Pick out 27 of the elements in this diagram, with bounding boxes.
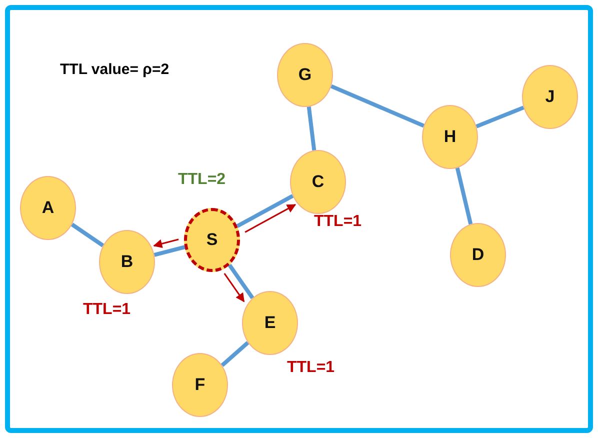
connector-line xyxy=(476,106,524,128)
arrow xyxy=(153,238,179,248)
connector-line xyxy=(220,341,250,367)
connector-line xyxy=(154,245,186,257)
note-text: TTL value= ρ=2 xyxy=(60,61,170,78)
ttl-label: TTL=1 xyxy=(314,213,362,231)
ttl-label: TTL=2 xyxy=(178,171,226,189)
node-label: C xyxy=(312,172,324,192)
node-label: G xyxy=(298,65,312,85)
node-label: F xyxy=(194,375,206,395)
node-label: J xyxy=(545,87,555,107)
node-label: S xyxy=(206,230,218,250)
connector-line xyxy=(70,222,104,248)
connector-line xyxy=(228,264,254,300)
node-label: B xyxy=(120,252,134,272)
connector-line xyxy=(330,84,425,128)
node-label: D xyxy=(472,245,484,265)
node-label: E xyxy=(264,313,276,333)
ttl-label: TTL=1 xyxy=(83,301,131,319)
node-label: A xyxy=(42,198,54,218)
node-label: H xyxy=(444,127,456,147)
arrow xyxy=(224,273,245,302)
connector-line xyxy=(236,194,294,228)
arrow xyxy=(244,204,296,233)
connector-line xyxy=(306,106,316,151)
connector-line xyxy=(455,167,473,225)
ttl-label: TTL=1 xyxy=(287,359,335,377)
